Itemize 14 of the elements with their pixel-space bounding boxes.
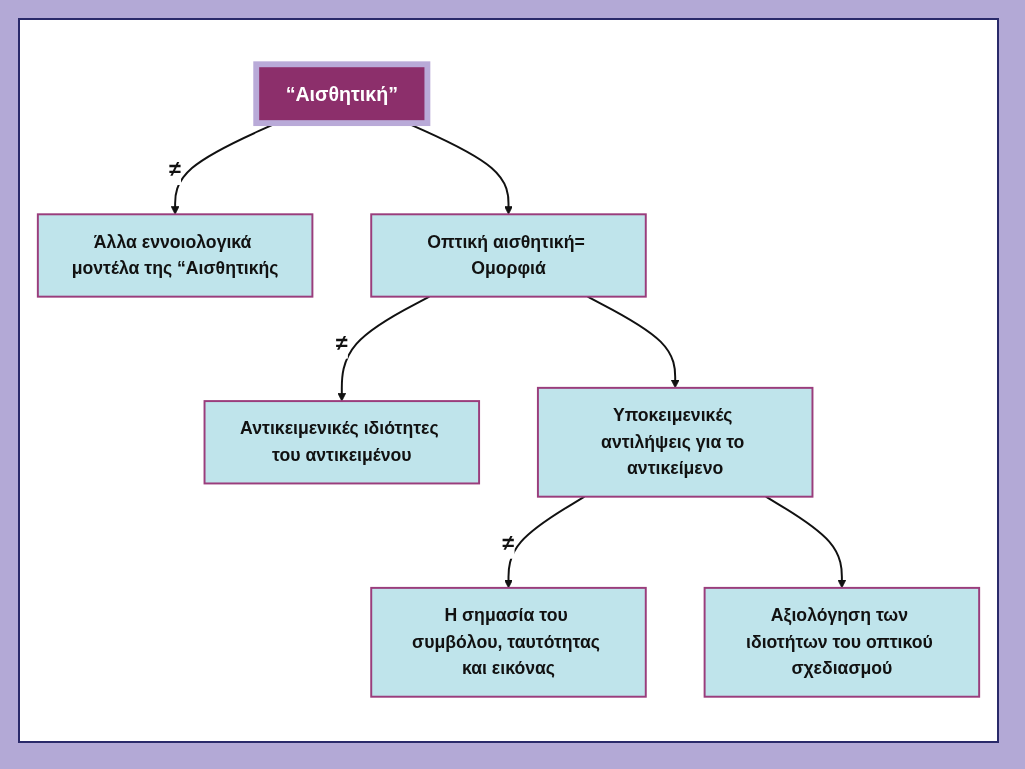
arrow bbox=[764, 495, 847, 589]
node-box: Αξιολόγηση των ιδιοτήτων του οπτικού σχεδιασμού bbox=[703, 586, 981, 698]
node-box: Υποκειμενικές αντιλήψεις για το αντικείμενο bbox=[536, 386, 814, 498]
arrow bbox=[586, 295, 680, 389]
node-box: Η σημασία του συμβόλου, ταυτότητας και εικόνας bbox=[370, 586, 647, 698]
edge-label: ≠ bbox=[169, 156, 182, 181]
node-box: Αντικειμενικές ιδιότητες του αντικειμένου bbox=[203, 400, 481, 485]
arrow bbox=[337, 295, 431, 402]
edge-label: ≠ bbox=[335, 330, 348, 355]
arrow bbox=[504, 495, 586, 589]
node-box: “Αισθητική” bbox=[253, 61, 431, 127]
edge-label: ≠ bbox=[502, 530, 515, 555]
node-box: Άλλα εννοιολογικά μοντέλα της “Αισθητικής bbox=[36, 213, 314, 298]
node-box: Οπτική αισθητική= Ομορφιά bbox=[370, 213, 647, 298]
